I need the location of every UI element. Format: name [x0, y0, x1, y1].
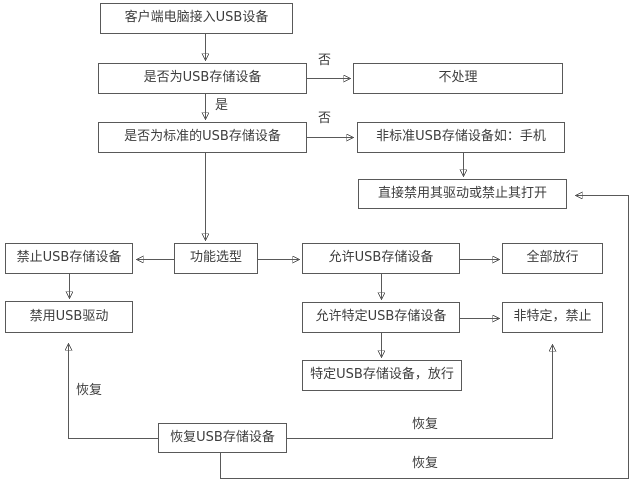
node-no-action: 不处理 — [353, 63, 563, 94]
node-allow-all: 全部放行 — [502, 243, 603, 274]
node-non-specific-forbid: 非特定，禁止 — [502, 302, 603, 333]
node-disable-drive-or-open: 直接禁用其驱动或禁止其打开 — [358, 179, 567, 209]
node-allow-specific: 允许特定USB存储设备 — [302, 302, 460, 333]
edge-label-no-1: 否 — [318, 53, 332, 68]
node-disable-usb-driver: 禁用USB驱动 — [5, 301, 133, 333]
node-forbid-usb-storage: 禁止USB存储设备 — [5, 243, 133, 274]
node-is-usb-storage: 是否为USB存储设备 — [98, 63, 307, 94]
node-specific-allow: 特定USB存储设备，放行 — [302, 360, 462, 391]
edge-label-restore-mid: 恢复 — [412, 417, 439, 432]
node-non-standard: 非标准USB存储设备如：手机 — [357, 122, 565, 153]
node-client-connect: 客户端电脑接入USB设备 — [100, 3, 293, 34]
edge-label-restore-left: 恢复 — [76, 383, 103, 398]
node-restore-usb-storage: 恢复USB存储设备 — [158, 423, 287, 453]
node-is-standard-storage: 是否为标准的USB存储设备 — [98, 122, 307, 153]
node-allow-usb-storage: 允许USB存储设备 — [302, 243, 460, 274]
node-function-select: 功能选型 — [174, 243, 258, 274]
edge-label-no-2: 否 — [318, 111, 332, 126]
edge-label-yes-1: 是 — [215, 98, 229, 113]
edge-label-restore-bottom: 恢复 — [412, 456, 439, 471]
